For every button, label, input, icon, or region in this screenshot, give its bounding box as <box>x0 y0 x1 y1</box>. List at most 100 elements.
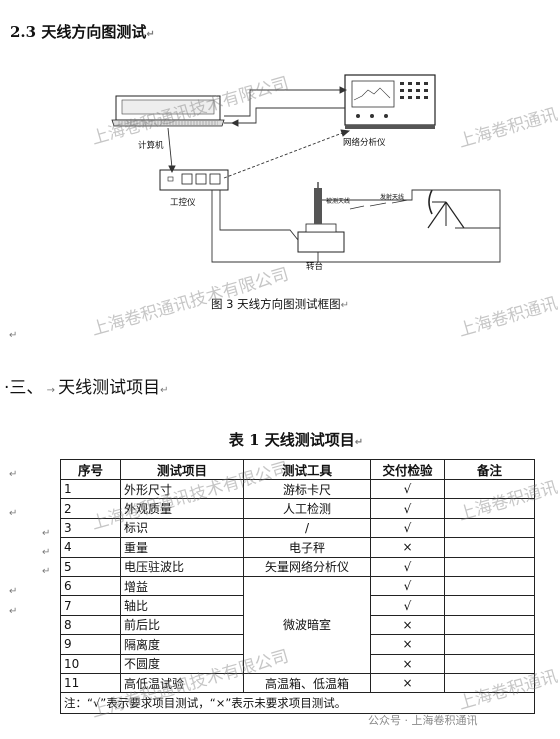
table-row: 11 高低温试验 高温箱、低温箱 × <box>60 672 535 694</box>
section-title-text: 2.3 天线方向图测试 <box>10 23 147 41</box>
section-heading-text: 天线测试项目 <box>58 378 161 398</box>
label-computer: 计算机 <box>138 141 164 151</box>
cell-no: 4 <box>60 537 121 558</box>
cell-check: √ <box>370 517 445 539</box>
cell-no: 2 <box>60 498 121 519</box>
cell-tool: 矢量网络分析仪 <box>243 556 371 577</box>
label-turntable: 转台 <box>306 262 324 272</box>
column-header: 序号 <box>60 459 121 480</box>
cell-tool: / <box>243 517 371 539</box>
cell-remark <box>444 653 535 674</box>
cell-remark <box>444 614 535 636</box>
cell-no: 8 <box>60 614 121 636</box>
cell-check: √ <box>370 575 445 597</box>
table-row: 2 外观质量 人工检测 √ <box>60 498 535 519</box>
paragraph-mark: ↵ <box>42 566 51 577</box>
table-title-text: 表 1 天线测试项目 <box>228 431 355 449</box>
cell-remark <box>444 595 535 616</box>
paragraph-mark: ↵ <box>340 300 350 311</box>
paragraph-mark: ↵ <box>42 528 51 539</box>
section-heading: ·三、 → 天线测试项目↵ <box>4 373 169 398</box>
cell-remark <box>444 537 535 558</box>
label-controller: 工控仪 <box>170 198 196 208</box>
table-row: 1 外形尺寸 游标卡尺 √ <box>60 478 535 500</box>
cell-no: 3 <box>60 517 121 539</box>
section-heading-number: 三、 <box>9 378 44 398</box>
cell-remark <box>444 672 535 694</box>
paragraph-mark: ↵ <box>9 586 18 597</box>
computer-icon <box>111 95 225 127</box>
bullet-dot: · <box>4 378 10 398</box>
paragraph-mark: ↵ <box>42 547 51 558</box>
transmit-antenna-icon <box>427 189 465 229</box>
controller-icon <box>159 169 229 191</box>
cell-item: 轴比 <box>120 595 244 616</box>
cell-item: 高低温试验 <box>120 672 244 694</box>
table-header-row: 序号 测试项目 测试工具 交付检验 备注 <box>60 459 535 480</box>
cell-item: 外观质量 <box>120 498 244 519</box>
cell-tool-merged: 微波暗室 <box>243 575 371 674</box>
cell-tool: 高温箱、低温箱 <box>243 672 371 694</box>
column-header: 备注 <box>444 459 535 480</box>
network-analyzer-icon <box>344 74 436 129</box>
figure-caption: 图 3 天线方向图测试框图↵ <box>0 296 560 312</box>
paragraph-mark: ↵ <box>146 29 155 40</box>
label-receive-antenna: 被测天线 <box>326 198 351 205</box>
cell-remark <box>444 478 535 500</box>
cell-check: × <box>370 653 445 674</box>
column-header: 交付检验 <box>370 459 445 480</box>
tab-arrow-icon: → <box>43 385 59 396</box>
table-row: 7 轴比 √ <box>60 595 535 616</box>
turntable-icon <box>297 182 345 253</box>
cell-remark <box>444 634 535 655</box>
cell-remark <box>444 575 535 597</box>
cell-check: × <box>370 634 445 655</box>
paragraph-mark: ↵ <box>9 469 18 480</box>
test-block-diagram <box>111 74 501 263</box>
cell-check: √ <box>370 498 445 519</box>
table-row: 9 隔离度 × <box>60 634 535 655</box>
paragraph-mark: ↵ <box>354 437 364 448</box>
cell-item: 增益 <box>120 575 244 597</box>
table-title: 表 1 天线测试项目↵ <box>0 429 560 450</box>
cell-item: 前后比 <box>120 614 244 636</box>
cell-check: √ <box>370 595 445 616</box>
cell-tool: 游标卡尺 <box>243 478 371 500</box>
column-header: 测试工具 <box>243 459 371 480</box>
label-network-analyzer: 网络分析仪 <box>343 138 386 148</box>
table-note-row: 注：“√”表示要求项目测试，“×”表示未要求项目测试。 <box>60 692 535 715</box>
cell-no: 9 <box>60 634 121 655</box>
radiation-arrows <box>349 199 409 210</box>
paragraph-mark: ↵ <box>9 606 18 617</box>
cell-item: 隔离度 <box>120 634 244 655</box>
cell-check: × <box>370 537 445 558</box>
cell-check: × <box>370 672 445 694</box>
cell-remark <box>444 517 535 539</box>
cell-check: √ <box>370 478 445 500</box>
cell-no: 7 <box>60 595 121 616</box>
cell-tool: 人工检测 <box>243 498 371 519</box>
cell-no: 5 <box>60 556 121 577</box>
cables <box>167 86 501 263</box>
footer-account-mark: 公众号 · 上海卷积通讯 <box>368 712 478 728</box>
table-row: 3 标识 / √ <box>60 517 535 539</box>
figure-caption-text: 图 3 天线方向图测试框图 <box>210 297 341 311</box>
cell-item: 重量 <box>120 537 244 558</box>
cell-remark <box>444 498 535 519</box>
section-title: 2.3 天线方向图测试↵ <box>10 21 155 42</box>
cell-item: 标识 <box>120 517 244 539</box>
test-items-table: 序号 测试项目 测试工具 交付检验 备注 1 外形尺寸 游标卡尺 √ 2 外观质… <box>60 459 535 715</box>
table-row: 8 前后比 × <box>60 614 535 636</box>
table-row: 4 重量 电子秤 × <box>60 537 535 558</box>
cell-no: 10 <box>60 653 121 674</box>
cell-check: × <box>370 614 445 636</box>
cell-item: 外形尺寸 <box>120 478 244 500</box>
footer-account-text: 公众号 · 上海卷积通讯 <box>368 714 478 727</box>
cell-no: 11 <box>60 672 121 694</box>
cell-remark <box>444 556 535 577</box>
table-row: 5 电压驻波比 矢量网络分析仪 √ <box>60 556 535 577</box>
label-transmit-antenna: 发射天线 <box>380 194 405 201</box>
table-row: 6 增益 微波暗室 √ <box>60 575 535 674</box>
cell-no: 6 <box>60 575 121 597</box>
paragraph-mark: ↵ <box>9 330 18 341</box>
